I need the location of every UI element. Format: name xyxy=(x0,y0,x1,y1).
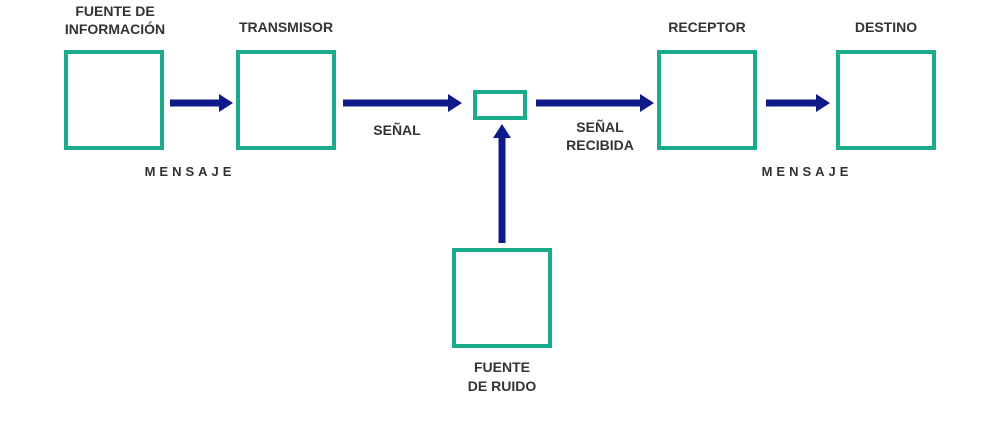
transmisor-box xyxy=(236,50,336,150)
senal-recibida-label: SEÑAL RECIBIDA xyxy=(566,119,634,153)
destino-label: DESTINO xyxy=(854,19,918,35)
senal-label: SEÑAL xyxy=(373,122,421,138)
mensaje-right-label: MENSAJE xyxy=(761,164,853,179)
receptor-box xyxy=(657,50,757,150)
fuente-informacion-box xyxy=(64,50,164,150)
arrow-junction-to-receptor xyxy=(536,94,654,112)
fuente-informacion-label: FUENTE DE INFORMACIÓN xyxy=(64,3,166,37)
noise-junction-box xyxy=(473,90,527,120)
mensaje-left-label: MENSAJE xyxy=(144,164,236,179)
arrow-receptor-to-destino xyxy=(766,94,830,112)
receptor-label: RECEPTOR xyxy=(668,19,746,35)
arrow-transmisor-to-junction xyxy=(343,94,462,112)
arrow-ruido-to-junction xyxy=(493,124,511,243)
arrow-fuente-to-transmisor xyxy=(170,94,233,112)
transmisor-label: TRANSMISOR xyxy=(238,19,334,35)
fuente-ruido-box xyxy=(452,248,552,348)
fuente-ruido-label: FUENTE DE RUIDO xyxy=(467,359,537,394)
destino-box xyxy=(836,50,936,150)
